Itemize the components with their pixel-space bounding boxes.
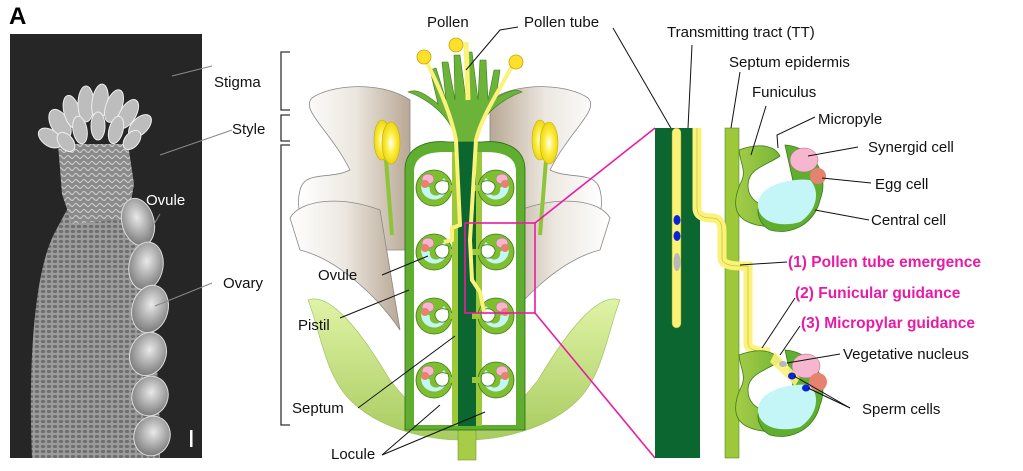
- label-septum: Septum: [292, 400, 344, 417]
- ovule-top: [735, 144, 826, 232]
- label-pollen-tube: Pollen tube: [524, 14, 600, 31]
- label-ovary: Ovary: [223, 275, 264, 292]
- label-central-cell: Central cell: [871, 212, 947, 229]
- synergid-cell: [789, 147, 819, 173]
- label-pollen: Pollen: [427, 14, 469, 31]
- pollen-grains: [416, 37, 524, 70]
- sem-micrograph: [10, 34, 202, 458]
- label-synergid-cell: Synergid cell: [868, 139, 954, 156]
- panel-label: A: [9, 3, 27, 30]
- label-stigma: Stigma: [214, 74, 261, 91]
- label-micropyle: Micropyle: [818, 111, 883, 128]
- label-funiculus: Funiculus: [752, 84, 817, 101]
- label-transmitting-tract: Transmitting tract (TT): [667, 24, 815, 41]
- label-vegetative-nucleus: Vegetative nucleus: [843, 346, 969, 363]
- label-style: Style: [232, 121, 266, 138]
- label-pistil: Pistil: [298, 317, 330, 334]
- ovule-bottom: [735, 349, 827, 437]
- sperm-cell-in-tube: [673, 215, 681, 225]
- egg-cell: [810, 168, 826, 184]
- label-ovule: Ovule: [318, 267, 358, 284]
- scale-bar: [190, 430, 193, 447]
- region-brackets: [280, 51, 290, 426]
- detail-leader-lines: [687, 44, 872, 409]
- step-funicular-guidance: (2) Funicular guidance: [795, 285, 961, 302]
- label-ovule-sem: Ovule: [146, 192, 186, 209]
- sperm-cell: [802, 384, 810, 392]
- flower-leader-lines: [339, 26, 673, 456]
- stamens: [373, 119, 559, 236]
- zoom-box: [464, 222, 536, 314]
- step-micropylar-guidance: (3) Micropylar guidance: [801, 315, 975, 332]
- label-septum-epidermis: Septum epidermis: [729, 54, 850, 71]
- detail-panel: [655, 127, 827, 459]
- sem-pistil-image: [30, 83, 193, 458]
- sem-leader-lines: [149, 65, 233, 307]
- step-pollen-tube-emergence: (1) Pollen tube emergence: [788, 254, 981, 271]
- vegetative-nucleus: [779, 361, 787, 367]
- label-locule: Locule: [331, 446, 376, 463]
- sperm-cell: [788, 372, 796, 380]
- label-sperm-cells: Sperm cells: [862, 401, 941, 418]
- stigma-shape: [407, 51, 523, 143]
- label-egg-cell: Egg cell: [875, 176, 929, 193]
